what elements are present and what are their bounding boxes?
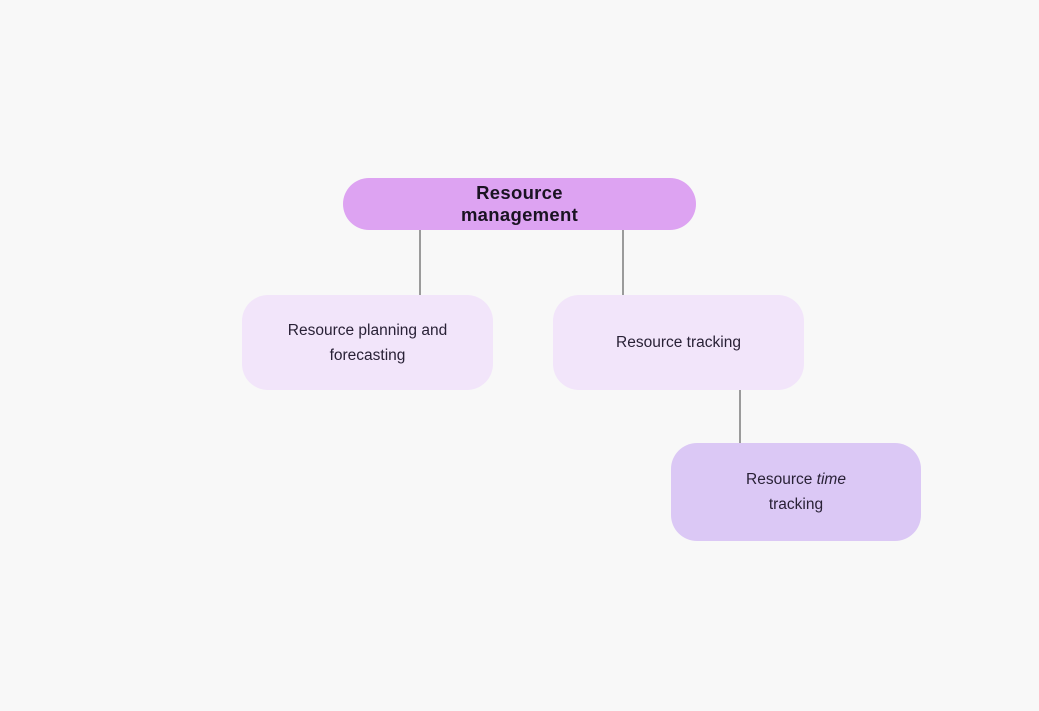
connector-root-to-planning	[419, 229, 421, 295]
node-resource-time-tracking-label-prefix: Resource	[746, 471, 813, 488]
node-resource-time-tracking-label-suffix: tracking	[768, 496, 824, 513]
node-resource-time-tracking-label: Resource time tracking	[746, 467, 846, 517]
connector-tracking-to-time-tracking	[739, 390, 741, 443]
node-resource-time-tracking[interactable]: Resource time tracking	[671, 443, 921, 541]
connector-root-to-tracking	[622, 229, 624, 295]
node-resource-planning-and-forecasting[interactable]: Resource planning and forecasting	[242, 295, 493, 390]
node-resource-tracking-label: Resource tracking	[616, 334, 741, 351]
node-resource-tracking[interactable]: Resource tracking	[553, 295, 804, 390]
node-resource-time-tracking-label-italic: time	[816, 471, 846, 488]
node-resource-planning-and-forecasting-label: Resource planning and forecasting	[287, 321, 448, 364]
node-resource-management[interactable]: Resource management	[343, 178, 696, 230]
node-resource-management-label: Resource management	[460, 182, 579, 225]
